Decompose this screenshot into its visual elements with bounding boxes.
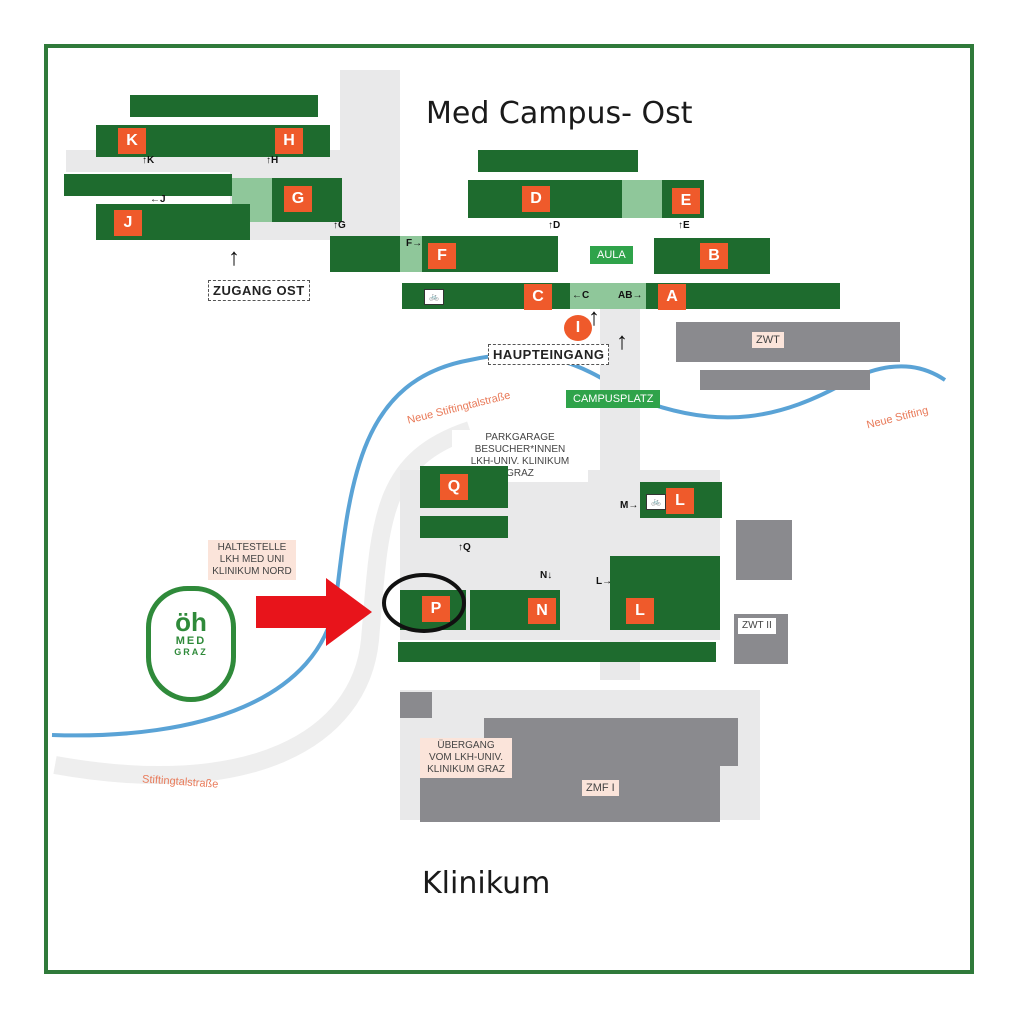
sign-f: F→ (406, 238, 423, 249)
sign-m: M→ (620, 500, 639, 511)
building-block (484, 718, 738, 766)
building-block (130, 95, 318, 117)
building-j[interactable]: J (114, 210, 142, 236)
building-p[interactable]: P (422, 596, 450, 622)
building-block (736, 520, 792, 580)
building-n[interactable]: N (528, 598, 556, 624)
building-block (468, 180, 704, 218)
sign-c: ←C (572, 290, 590, 301)
sign-ab: AB→ (618, 290, 643, 301)
zmf1-label: ZMF I (582, 780, 619, 796)
sign-d: ↑D (548, 220, 561, 231)
building-block (400, 236, 422, 272)
note-line: HALTESTELLE (217, 542, 287, 553)
building-g[interactable]: G (284, 186, 312, 212)
arrow-up-icon: ↑ (588, 304, 600, 331)
sign-h: ↑H (266, 155, 279, 166)
building-k[interactable]: K (118, 128, 146, 154)
zwt2-label: ZWT II (738, 618, 776, 634)
building-l[interactable]: L (626, 598, 654, 624)
title-klinikum: Klinikum (422, 866, 551, 901)
note-line: LKH MED UNI (219, 554, 285, 565)
note-line: VOM LKH-UNIV. (428, 752, 504, 763)
sign-l: L→ (596, 576, 613, 587)
bike-icon: 🚲 (424, 289, 444, 305)
sign-e: ↑E (678, 220, 690, 231)
logo-text: öh (175, 607, 207, 637)
highlight-circle (382, 573, 466, 633)
zwt-building (700, 370, 870, 390)
sign-q: ↑Q (458, 542, 471, 553)
zwt-building (676, 322, 900, 362)
logo-text: MED (175, 635, 207, 647)
parkgarage-note: PARKGARAGE BESUCHER*INNEN LKH-UNIV. KLIN… (452, 430, 588, 482)
oeh-logo: öh MED GRAZ (146, 586, 236, 702)
building-block (570, 283, 646, 309)
building-f[interactable]: F (428, 243, 456, 269)
building-m[interactable]: L (666, 488, 694, 514)
bike-icon: 🚲 (646, 494, 666, 510)
uebergang-note: ÜBERGANG VOM LKH-UNIV. KLINIKUM GRAZ (420, 738, 512, 778)
zugang-ost-label: ZUGANG OST (208, 280, 310, 301)
red-arrow-icon (256, 578, 372, 646)
building-block (622, 180, 662, 218)
note-line: PARKGARAGE BESUCHER*INNEN (474, 432, 566, 455)
campusplatz-label: CAMPUSPLATZ (566, 390, 661, 408)
note-line: KLINIKUM NORD (212, 566, 292, 577)
sign-n: N↓ (540, 570, 553, 581)
building-a[interactable]: A (658, 284, 686, 310)
note-line: LKH-UNIV. KLINIKUM GRAZ (470, 456, 570, 479)
building-c[interactable]: C (524, 284, 552, 310)
building-h[interactable]: H (275, 128, 303, 154)
building-d[interactable]: D (522, 186, 550, 212)
arrow-up-icon: ↑ (228, 244, 240, 271)
building-block (420, 516, 508, 538)
aula-label: AULA (590, 246, 633, 264)
note-line: KLINIKUM GRAZ (427, 764, 505, 775)
sign-j: ←J (150, 194, 166, 205)
building-block (400, 692, 432, 718)
path (340, 70, 400, 240)
note-line: ÜBERGANG (437, 740, 495, 751)
building-block (64, 174, 232, 196)
title-med-campus-ost: Med Campus- Ost (426, 96, 693, 131)
zwt-label: ZWT (752, 332, 784, 348)
haltestelle-note: HALTESTELLE LKH MED UNI KLINIKUM NORD (208, 540, 296, 580)
building-i[interactable]: I (564, 315, 592, 341)
building-b[interactable]: B (700, 243, 728, 269)
logo-text: GRAZ (174, 647, 208, 657)
haupteingang-label: HAUPTEINGANG (488, 344, 610, 365)
building-block (478, 150, 638, 172)
map-frame (44, 44, 974, 974)
building-e[interactable]: E (672, 188, 700, 214)
building-block (398, 642, 716, 662)
arrow-up-icon: ↑ (616, 328, 628, 355)
sign-g: ↑G (333, 220, 346, 231)
sign-k: ↑K (142, 155, 155, 166)
building-q[interactable]: Q (440, 474, 468, 500)
